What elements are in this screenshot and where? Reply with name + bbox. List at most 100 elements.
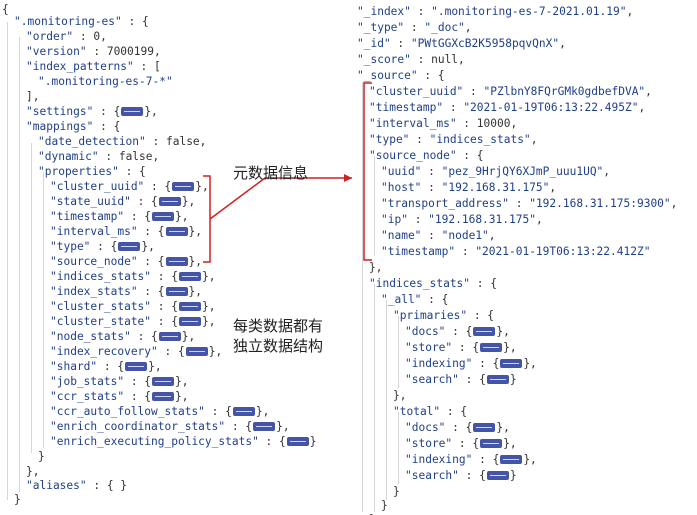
right-json-line: }: [381, 499, 388, 512]
left-json-line: "ccr_stats" : {},: [50, 390, 189, 403]
left-json-line: "version" : 7000199,: [26, 45, 161, 58]
collapsed-object-icon[interactable]: [480, 342, 503, 352]
right-json-line: "total" : {: [393, 405, 468, 418]
left-json-line: "job_stats" : {},: [50, 375, 189, 388]
left-json-line: "node_stats" : {},: [50, 330, 196, 343]
right-json-line: "search" : {}: [405, 469, 517, 482]
left-bracket: [203, 175, 211, 263]
indent-guide: [374, 156, 375, 256]
indent-guide: [374, 284, 375, 512]
right-json-line: "cluster_uuid" : "PZlbnY8FQrGMk0gdbefDVA…: [369, 85, 652, 98]
left-json-line: "index_stats" : {},: [50, 285, 202, 298]
collapsed-object-icon[interactable]: [500, 358, 523, 368]
right-json-line: "transport_address" : "192.168.31.175:93…: [381, 197, 678, 210]
right-json-line: "_score" : null,: [357, 53, 465, 66]
right-json-line: "store" : {},: [405, 341, 517, 354]
collapsed-object-icon[interactable]: [121, 106, 144, 116]
right-json-line: "docs" : {},: [405, 421, 510, 434]
link-arrow-head: [344, 174, 352, 182]
left-json-line: }: [38, 450, 45, 463]
annotation-structure-2: 独立数据结构: [233, 337, 324, 355]
collapsed-object-icon[interactable]: [179, 271, 201, 281]
link-arrow-line: [209, 177, 352, 220]
annotation-structure-1: 每类数据都有: [233, 317, 324, 335]
collapsed-object-icon[interactable]: [480, 438, 503, 448]
left-json-line: "interval_ms" : {},: [50, 225, 202, 238]
right-json-line: "timestamp" : "2021-01-19T06:13:22.412Z": [381, 245, 651, 258]
left-json-line: "index_recovery" : {},: [50, 345, 223, 358]
right-json-line: "docs" : {},: [405, 325, 510, 338]
left-json-line: "ccr_auto_follow_stats" : {},: [50, 405, 270, 418]
right-json-line: "_type" : "_doc",: [357, 21, 472, 34]
right-json-line: "source_node" : {: [369, 149, 484, 162]
right-json-line: "uuid" : "pez_9HrjQY6XJmP_uuu1UQ",: [381, 165, 611, 178]
collapsed-object-icon[interactable]: [473, 326, 496, 336]
left-json-line: }: [14, 493, 21, 506]
left-json-line: },: [26, 465, 40, 478]
left-json-line: ".monitoring-es-7-*": [38, 75, 173, 88]
collapsed-object-icon[interactable]: [486, 470, 509, 480]
left-json-line: "enrich_coordinator_stats" : {},: [50, 420, 290, 433]
left-json-line: "order" : 0,: [26, 30, 107, 43]
left-json-line: "date_detection" : false,: [38, 135, 207, 148]
collapsed-object-icon[interactable]: [253, 421, 276, 431]
collapsed-object-icon[interactable]: [286, 436, 309, 446]
left-json-line: ],: [26, 90, 40, 103]
collapsed-object-icon[interactable]: [500, 454, 523, 464]
collapsed-object-icon[interactable]: [152, 391, 175, 401]
indent-guide: [19, 37, 20, 492]
left-json-line: "mappings" : {: [26, 120, 121, 133]
collapsed-object-icon[interactable]: [158, 196, 181, 206]
annotation-metadata: 元数据信息: [233, 164, 309, 182]
collapsed-object-icon[interactable]: [179, 301, 201, 311]
collapsed-object-icon[interactable]: [165, 226, 188, 236]
left-json-panel: {".monitoring-es" : {"order" : 0,"versio…: [2, 3, 317, 506]
right-json-line: "host" : "192.168.31.175",: [381, 181, 557, 194]
left-json-line: "cluster_stats" : {},: [50, 300, 216, 313]
right-json-line: },: [393, 389, 407, 402]
left-json-line: "timestamp" : {},: [50, 210, 189, 223]
left-json-line: "state_uuid" : {},: [50, 195, 196, 208]
indent-guide: [386, 300, 387, 500]
collapsed-object-icon[interactable]: [232, 406, 255, 416]
right-json-line: "_id" : "PWtGGXcB2K5958pqvQnX",: [357, 37, 566, 50]
collapsed-object-icon[interactable]: [165, 286, 188, 296]
left-json-line: "enrich_executing_policy_stats" : {}: [50, 435, 317, 448]
left-json-line: "aliases" : { }: [26, 479, 128, 492]
indent-guide: [398, 412, 399, 484]
collapsed-object-icon[interactable]: [118, 241, 141, 251]
left-json-line: "cluster_state" : {},: [50, 315, 216, 328]
collapsed-object-icon[interactable]: [125, 361, 148, 371]
right-json-line: }: [369, 512, 376, 515]
right-json-line: },: [369, 261, 383, 274]
left-json-line: "indices_stats" : {},: [50, 270, 216, 283]
right-json-line: "type" : "indices_stats",: [369, 133, 538, 146]
right-json-line: "timestamp" : "2021-01-19T06:13:22.495Z"…: [369, 101, 646, 114]
collapsed-object-icon[interactable]: [165, 256, 188, 266]
collapsed-object-icon[interactable]: [158, 331, 181, 341]
right-json-line: "search" : {}: [405, 373, 517, 386]
collapsed-object-icon[interactable]: [152, 376, 175, 386]
right-json-line: "_source" : {: [357, 69, 445, 82]
left-json-line: "shard" : {},: [50, 360, 162, 373]
right-json-line: "store" : {},: [405, 437, 517, 450]
left-json-line: {: [2, 3, 9, 16]
collapsed-object-icon[interactable]: [172, 181, 195, 191]
left-json-line: "dynamic" : false,: [38, 150, 160, 163]
collapsed-object-icon[interactable]: [473, 422, 496, 432]
left-json-line: "index_patterns" : [: [26, 60, 161, 73]
left-json-line: "settings" : {},: [26, 105, 158, 118]
collapsed-object-icon[interactable]: [179, 316, 201, 326]
indent-guide: [31, 143, 32, 453]
right-json-line: "_all" : {: [381, 293, 449, 306]
right-json-line: "_index" : ".monitoring-es-7-2021.01.19"…: [357, 5, 634, 18]
right-json-panel: "_index" : ".monitoring-es-7-2021.01.19"…: [355, 0, 697, 515]
left-json-line: "properties" : {: [38, 165, 146, 178]
right-json-line: "indexing" : {},: [405, 453, 537, 466]
indent-guide: [362, 82, 363, 512]
collapsed-object-icon[interactable]: [185, 346, 208, 356]
left-json-line: "type" : {},: [50, 240, 155, 253]
collapsed-object-icon[interactable]: [486, 374, 509, 384]
collapsed-object-icon[interactable]: [152, 211, 175, 221]
